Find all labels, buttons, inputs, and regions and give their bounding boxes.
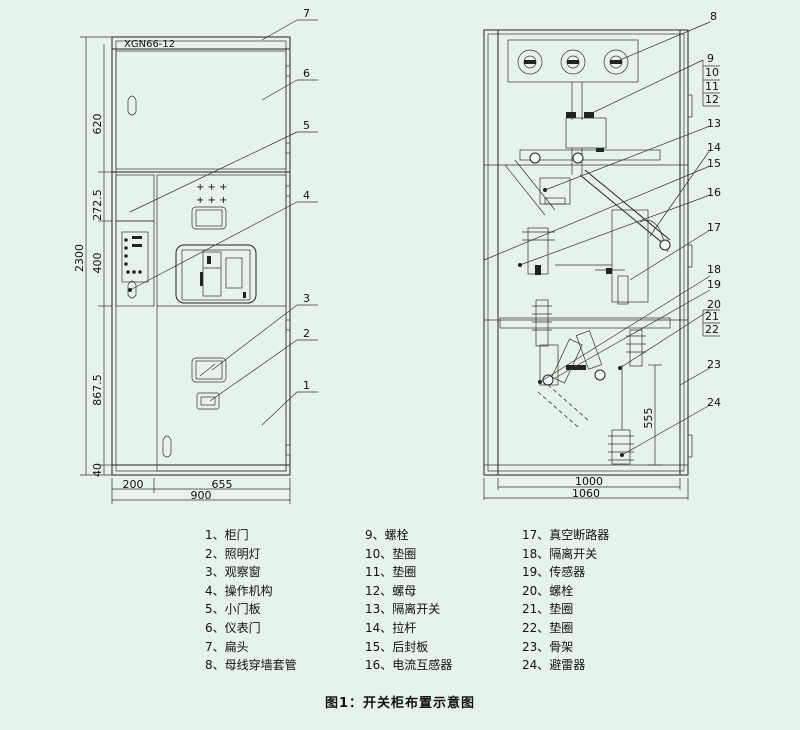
legend-item: 2、照明灯 (205, 546, 261, 561)
callout-11: 11 (705, 80, 719, 93)
callout-18: 18 (707, 263, 721, 276)
legend-item: 11、垫圈 (365, 565, 417, 580)
callout-13: 13 (707, 117, 721, 130)
legend-column-1: 1、柜门 2、照明灯 3、观察窗 4、操作机构 5、小门板 6、仪表门 7、扁头… (205, 526, 297, 675)
callout-8: 8 (710, 10, 717, 23)
callout-15: 15 (707, 157, 721, 170)
callout-7: 7 (303, 7, 310, 20)
dim-555: 555 (642, 408, 655, 429)
callout-23: 23 (707, 358, 721, 371)
legend-item: 7、扁头 (205, 639, 249, 654)
legend-item: 21、垫圈 (522, 602, 574, 617)
svg-text:+ + +: + + + (196, 195, 228, 206)
callout-3: 3 (303, 292, 310, 305)
legend-item: 16、电流互感器 (365, 658, 453, 673)
callout-1: 1 (303, 379, 310, 392)
callout-14: 14 (707, 141, 721, 154)
legend-item: 4、操作机构 (205, 583, 273, 598)
legend-item: 3、观察窗 (205, 565, 261, 580)
figure-caption: 图1：开关柜布置示意图 (324, 696, 476, 711)
svg-text:+ + +: + + + (196, 182, 228, 193)
dim-1000: 1000 (575, 475, 603, 488)
legend-item: 18、隔离开关 (522, 546, 598, 561)
callout-22: 22 (705, 323, 719, 336)
side-view (483, 29, 693, 476)
callout-24: 24 (707, 396, 721, 409)
dim-900: 900 (191, 489, 212, 502)
side-dimensions: 1000 1060 555 (483, 364, 689, 500)
callout-6: 6 (303, 67, 310, 80)
callout-4: 4 (303, 189, 310, 202)
dim-2300: 2300 (73, 244, 86, 272)
side-callouts: 8 9 10 11 12 13 14 15 16 17 18 19 20 21 … (483, 10, 721, 457)
callout-16: 16 (707, 186, 721, 199)
dim-272-5: 272.5 (91, 189, 104, 221)
legend-item: 13、隔离开关 (365, 602, 441, 617)
legend-item: 5、小门板 (205, 602, 261, 617)
callout-12: 12 (705, 93, 719, 106)
callout-2: 2 (303, 327, 310, 340)
legend-item: 12、螺母 (365, 583, 417, 598)
legend-item: 9、螺栓 (365, 528, 409, 542)
legend-column-3: 17、真空断路器 18、隔离开关 19、传感器 20、螺栓 21、垫圈 22、垫… (522, 526, 609, 675)
dim-655: 655 (212, 478, 233, 491)
legend-item: 22、垫圈 (522, 620, 574, 635)
callout-10: 10 (705, 66, 719, 79)
callout-5: 5 (303, 119, 310, 132)
front-dimensions: 620 272.5 400 867.5 40 2300 200 655 900 (73, 36, 291, 504)
dim-40: 40 (91, 463, 104, 477)
legend-item: 19、传感器 (522, 565, 586, 580)
legend-column-2: 9、螺栓 10、垫圈 11、垫圈 12、螺母 13、隔离开关 14、拉杆 15、… (365, 526, 452, 675)
front-callouts: 7 6 5 4 3 2 1 (128, 7, 318, 426)
dim-867-5: 867.5 (91, 374, 104, 406)
legend-item: 10、垫圈 (365, 546, 417, 561)
legend-item: 23、骨架 (522, 639, 574, 654)
front-view: XGN66-12 + + + + + + (111, 36, 291, 476)
dim-400: 400 (91, 253, 104, 274)
callout-9: 9 (707, 52, 714, 65)
legend-item: 1、柜门 (205, 528, 249, 542)
dim-620: 620 (91, 114, 104, 135)
callout-20: 20 (707, 298, 721, 311)
model-label: XGN66-12 (124, 39, 175, 50)
legend-item: 8、母线穿墙套管 (205, 658, 297, 673)
legend-item: 15、后封板 (365, 639, 429, 654)
callout-19: 19 (707, 278, 721, 291)
legend-item: 14、拉杆 (365, 620, 417, 635)
legend-item: 20、螺栓 (522, 583, 574, 598)
dim-200: 200 (123, 478, 144, 491)
callout-21: 21 (705, 310, 719, 323)
legend-item: 6、仪表门 (205, 620, 261, 635)
dim-1060: 1060 (572, 487, 600, 500)
callout-17: 17 (707, 221, 721, 234)
legend-item: 24、避雷器 (522, 658, 586, 673)
legend-item: 17、真空断路器 (522, 528, 610, 542)
